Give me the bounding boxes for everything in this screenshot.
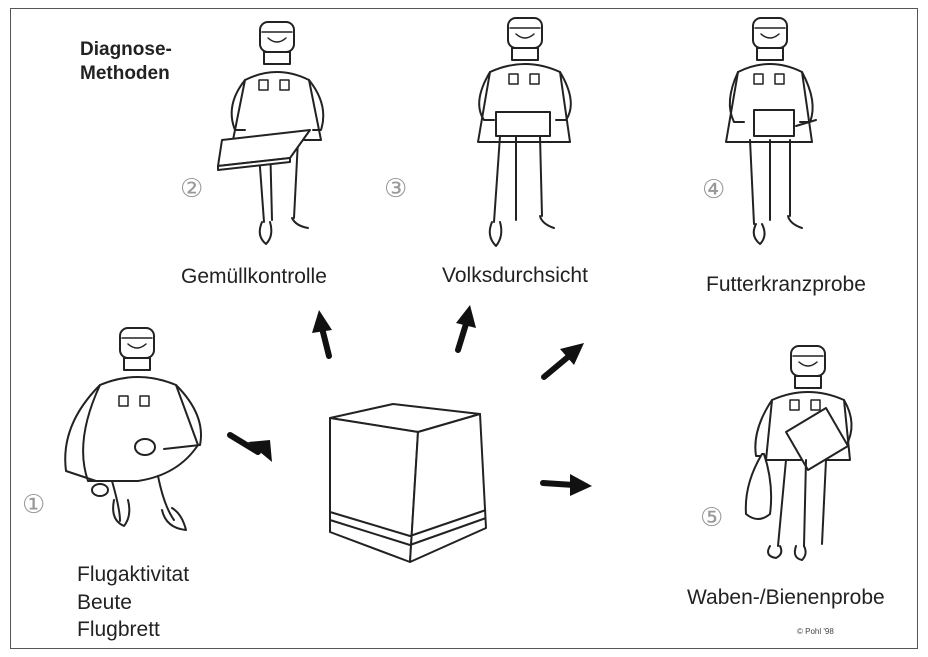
label-flugaktivitaet: Flugaktivitat Beute Flugbrett (77, 561, 189, 644)
figure-gemuellkontrolle (218, 22, 323, 244)
label-futterkranzprobe: Futterkranzprobe (706, 272, 866, 297)
diagram-title: Diagnose- Methoden (80, 38, 172, 86)
title-line-1: Diagnose- (80, 38, 172, 62)
label-wabenprobe: Waben-/Bienenprobe (687, 585, 885, 610)
beehive-box (330, 404, 486, 562)
number-4-label: ④ (702, 175, 725, 205)
label-gemuellkontrolle: Gemüllkontrolle (181, 264, 327, 289)
title-line-2: Methoden (80, 62, 172, 86)
label-volksdurchsicht: Volksdurchsicht (442, 263, 588, 288)
arrow-to-gemuellkontrolle (312, 310, 332, 356)
arrow-to-wabenprobe (543, 474, 592, 496)
label-flugaktivitaet-line-1: Flugaktivitat (77, 561, 189, 589)
copyright-note: © Pohl '98 (797, 627, 834, 636)
label-flugaktivitaet-line-2: Beute (77, 589, 189, 617)
arrow-to-hive (230, 435, 272, 462)
number-2-label: ② (180, 174, 203, 204)
arrow-to-volksdurchsicht (456, 305, 476, 350)
number-5-label: ⑤ (700, 503, 723, 533)
label-flugaktivitaet-line-3: Flugbrett (77, 616, 189, 644)
number-3-label: ③ (384, 174, 407, 204)
figure-wabenprobe (746, 346, 852, 560)
figure-futterkranzprobe (726, 18, 816, 244)
figure-volksdurchsicht (478, 18, 571, 246)
arrow-to-futterkranzprobe (544, 343, 584, 377)
number-1-label: ① (22, 490, 45, 520)
figure-flugaktivitaet (65, 328, 201, 530)
